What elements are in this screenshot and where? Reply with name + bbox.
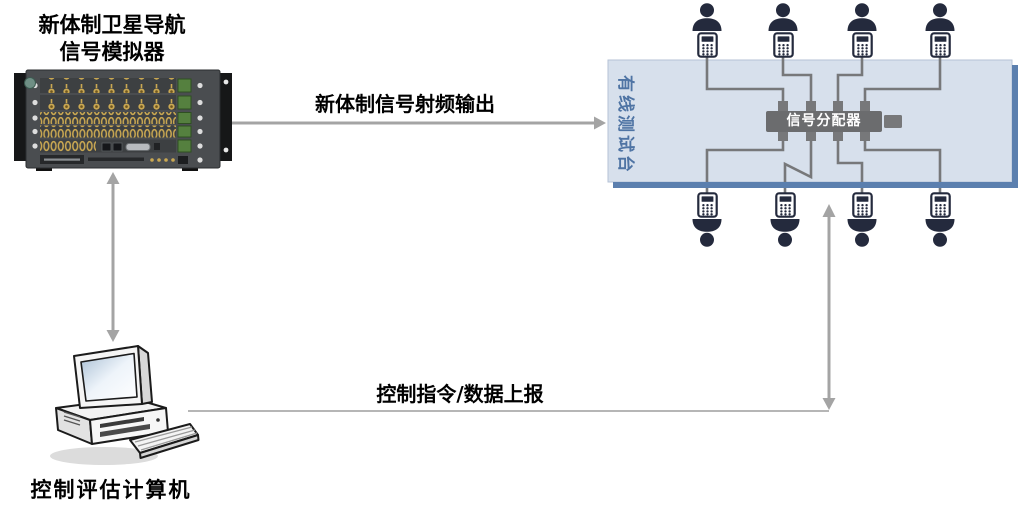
user-terminal-bottom-2 bbox=[763, 192, 807, 247]
simulator-title: 新体制卫星导航 信号模拟器 bbox=[12, 12, 212, 66]
receiver-icon bbox=[930, 192, 951, 218]
signal-simulator-image bbox=[14, 69, 232, 171]
person-icon bbox=[923, 3, 957, 31]
control-computer-image bbox=[50, 345, 200, 465]
receiver-icon bbox=[775, 192, 796, 218]
user-terminal-bottom-4 bbox=[918, 192, 962, 247]
signal-distributor-label: 信号分配器 bbox=[786, 113, 862, 129]
receiver-icon bbox=[852, 192, 873, 218]
receiver-icon bbox=[773, 32, 794, 58]
user-terminal-top-2 bbox=[761, 3, 805, 58]
user-terminal-top-1 bbox=[685, 3, 729, 58]
distributor-wiring bbox=[705, 56, 942, 195]
person-icon bbox=[923, 219, 957, 247]
rf-output-arrow bbox=[232, 116, 606, 130]
distributor-ports bbox=[778, 101, 902, 141]
receiver-icon bbox=[697, 192, 718, 218]
user-terminal-top-4 bbox=[918, 3, 962, 58]
receiver-icon bbox=[697, 32, 718, 58]
person-icon bbox=[690, 3, 724, 31]
user-terminal-top-3 bbox=[840, 3, 884, 58]
receiver-icon bbox=[930, 32, 951, 58]
control-link-label: 控制指令/数据上报 bbox=[376, 382, 544, 406]
computer-label: 控制评估计算机 bbox=[30, 478, 192, 502]
simulator-title-line1: 新体制卫星导航 bbox=[38, 13, 186, 37]
signal-distributor: 信号分配器 bbox=[766, 111, 882, 132]
person-icon bbox=[845, 3, 879, 31]
sim-computer-arrow bbox=[106, 172, 120, 342]
person-icon bbox=[690, 219, 724, 247]
person-icon bbox=[845, 219, 879, 247]
person-icon bbox=[766, 3, 800, 31]
user-terminal-bottom-1 bbox=[685, 192, 729, 247]
rf-output-label: 新体制信号射频输出 bbox=[315, 92, 495, 116]
receiver-icon bbox=[852, 32, 873, 58]
test-bench-label: 有线测试台 bbox=[615, 75, 635, 175]
bench-border-shadow bbox=[613, 65, 1018, 188]
simulator-title-line2: 信号模拟器 bbox=[59, 40, 165, 64]
control-link-line bbox=[188, 204, 836, 412]
person-icon bbox=[768, 219, 802, 247]
user-terminal-bottom-3 bbox=[840, 192, 884, 247]
